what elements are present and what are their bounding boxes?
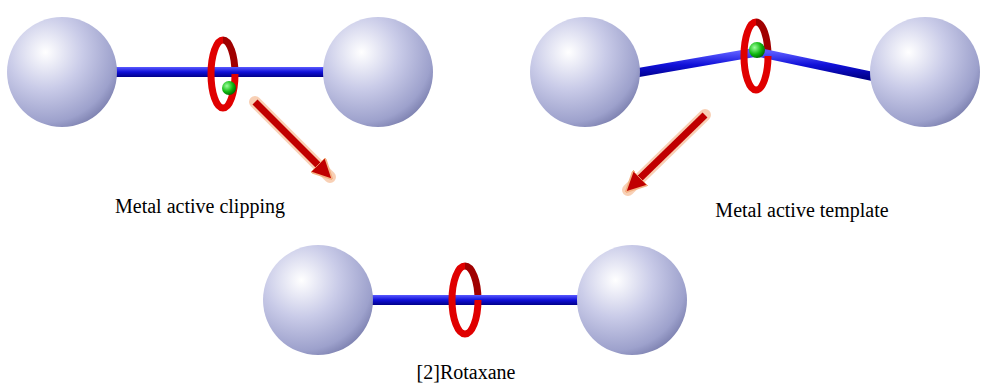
metal-ion [749,42,765,58]
process-label: Metal active clipping [115,194,285,218]
stopper-sphere [7,17,117,127]
stopper-sphere [323,17,433,127]
stopper-sphere [530,17,640,127]
template-figure [530,17,980,127]
macrocycle-ring [211,40,235,108]
macrocycle-ring [744,22,768,90]
reaction-arrow [255,102,325,172]
stopper-sphere [577,245,687,355]
macrocycle-ring [452,266,478,334]
reaction-arrow [633,115,705,185]
product-label: [2]Rotaxane [417,360,516,384]
axle [100,67,340,77]
clipping-figure [7,17,433,127]
metal-ion [222,81,236,95]
reaction-arrows [255,102,705,190]
process-label: Metal active template [715,198,888,222]
stopper-sphere [263,245,373,355]
stopper-sphere [870,17,980,127]
rotaxane-figure [263,245,687,355]
